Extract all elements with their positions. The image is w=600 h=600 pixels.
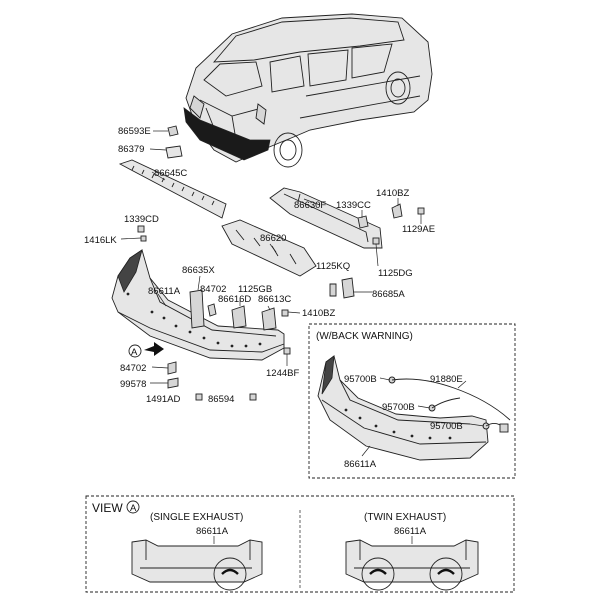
label-95700B-3: 95700B [430, 421, 463, 432]
back-warning-title: (W/BACK WARNING) [316, 331, 413, 342]
label-86616D: 86616D [218, 294, 251, 305]
twin-exhaust-bumper [345, 536, 479, 591]
bracket-86685A [329, 277, 372, 299]
clip-99578 [150, 377, 179, 389]
label-86645C: 86645C [154, 168, 187, 179]
screw-1244BF [283, 347, 291, 366]
label-1416LK: 1416LK [84, 235, 117, 246]
label-86593E: 86593E [118, 126, 151, 137]
label-1410BZ-top: 1410BZ [376, 188, 409, 199]
view-panel-labels: VIEW A (SINGLE EXHAUST) 86611A (TWIN EXH… [92, 501, 446, 537]
screw-1129AE [417, 207, 425, 224]
label-91880E: 91880E [430, 374, 463, 385]
single-exhaust-part: 86611A [196, 526, 229, 537]
label-99578: 99578 [120, 379, 146, 390]
absorber-86620 [221, 219, 317, 277]
view-title: VIEW [92, 501, 123, 515]
label-86611A-warning: 86611A [344, 459, 377, 470]
single-exhaust-title: (SINGLE EXHAUST) [150, 512, 243, 523]
twin-exhaust-part: 86611A [394, 526, 427, 537]
label-1129AE: 1129AE [402, 224, 435, 235]
label-95700B-2: 95700B [382, 402, 415, 413]
view-a-panel [85, 495, 515, 593]
bracket-84702-lower [151, 361, 177, 375]
label-1339CD: 1339CD [124, 214, 159, 225]
label-84702-top: 84702 [200, 284, 226, 295]
clip-1339CD [137, 225, 145, 233]
view-marker: A [130, 503, 137, 514]
part-labels: 86593E 86379 86645C 86630F 1339CC 1410BZ… [84, 126, 435, 405]
label-86379: 86379 [118, 144, 144, 155]
bracket-1410BZ-mid [281, 309, 301, 317]
beam-86630F [269, 187, 383, 249]
label-1339CC: 1339CC [336, 200, 371, 211]
label-1125DG: 1125DG [378, 268, 413, 279]
label-1125KQ: 1125KQ [316, 261, 350, 272]
label-95700B-1: 95700B [344, 374, 377, 385]
pad-86379 [149, 145, 183, 159]
back-warning-labels: (W/BACK WARNING) 95700B 91880E 95700B 95… [316, 331, 463, 470]
single-exhaust-bumper [131, 536, 263, 591]
label-84702-low: 84702 [120, 363, 146, 374]
label-86594: 86594 [208, 394, 234, 405]
label-86611A-main: 86611A [148, 286, 181, 297]
clip-86593E [153, 125, 179, 137]
bracket-84702-upper [207, 303, 217, 317]
screw-1125DG [372, 237, 380, 267]
view-arrow-a [128, 342, 164, 358]
bracket-86616D [231, 300, 247, 329]
bracket-1410BZ-top [391, 198, 403, 219]
bracket-1339CC [357, 210, 369, 229]
label-1491AD: 1491AD [146, 394, 180, 405]
label-1244BF: 1244BF [266, 368, 299, 379]
label-86630F: 86630F [294, 200, 326, 211]
reinforcement-86635X [189, 275, 205, 329]
screw-1416LK [120, 235, 147, 242]
step-plate-86645C [118, 159, 227, 219]
label-86635X: 86635X [182, 265, 215, 276]
screw-86594 [249, 393, 257, 401]
screw-1491AD [195, 393, 203, 401]
vehicle-illustration [183, 13, 433, 168]
label-1125GB: 1125GB [238, 284, 272, 295]
back-warning-panel [308, 323, 516, 479]
label-1410BZ-mid: 1410BZ [302, 308, 335, 319]
bracket-86613C [261, 305, 277, 331]
twin-exhaust-title: (TWIN EXHAUST) [364, 512, 446, 523]
label-86685A: 86685A [372, 289, 405, 300]
label-arrow-a: A [131, 347, 138, 358]
label-86620: 86620 [260, 233, 286, 244]
label-86613C: 86613C [258, 294, 291, 305]
